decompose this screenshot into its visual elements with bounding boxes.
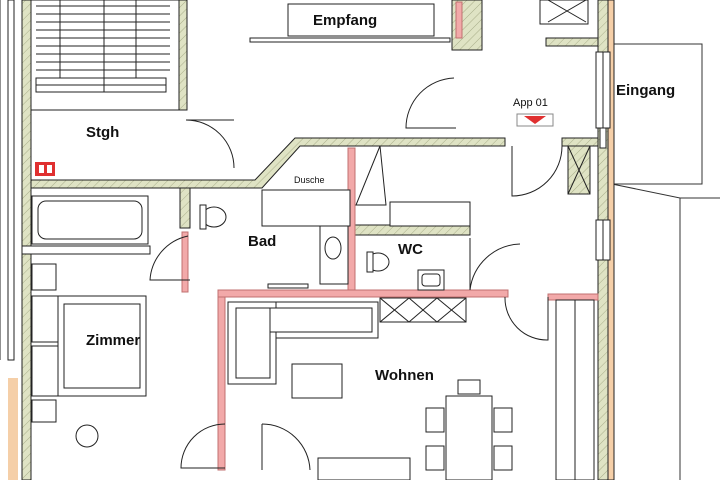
- bathroom-fixtures: [31, 189, 471, 291]
- room-label-app: App 01: [513, 97, 548, 109]
- living-furniture: [227, 301, 513, 480]
- fire-extinguisher-icon: [35, 162, 55, 176]
- room-label-stgh: Stgh: [86, 124, 119, 141]
- room-label-empfang: Empfang: [313, 12, 377, 29]
- terrace-area: [609, 43, 720, 480]
- room-label-zimmer: Zimmer: [86, 332, 140, 349]
- entry-marker-icon: [516, 113, 554, 127]
- room-label-eingang: Eingang: [616, 82, 675, 99]
- kitchen-counter: [379, 297, 595, 480]
- room-label-wohnen: Wohnen: [375, 367, 434, 384]
- room-label-wc: WC: [398, 241, 423, 258]
- partition-walls: [181, 1, 599, 471]
- empfang-counter: [287, 3, 435, 37]
- room-label-bad: Bad: [248, 233, 276, 250]
- staircase: [30, 0, 188, 111]
- bedroom-furniture: [31, 263, 147, 448]
- outer-walls: [0, 0, 615, 480]
- doors: [149, 77, 563, 471]
- room-label-dusche: Dusche: [294, 175, 325, 185]
